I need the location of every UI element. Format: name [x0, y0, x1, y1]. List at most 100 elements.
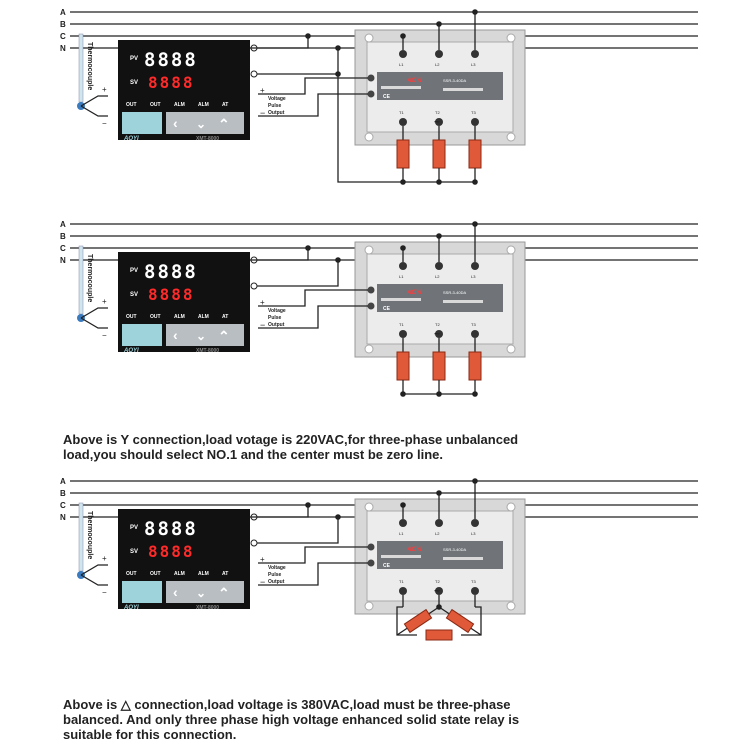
left-key-icon: ‹	[173, 584, 178, 600]
terminal-label: L2	[435, 62, 440, 67]
plus-sign: +	[260, 555, 265, 564]
relay-model: SSR-3-40DA	[443, 547, 466, 552]
pv-label: PV	[130, 268, 138, 274]
indicator-label: AT	[222, 571, 228, 577]
terminal-label: L3	[471, 62, 476, 67]
relay-terminal	[399, 519, 407, 527]
ac-symbol: ~	[434, 586, 440, 597]
phase-label-C: C	[60, 244, 66, 253]
keypad-buttons	[166, 324, 244, 346]
output-label: Voltage	[268, 96, 286, 102]
junction-dot	[400, 33, 406, 39]
relay-terminal	[399, 587, 407, 595]
indicator-label: OUT	[126, 571, 137, 577]
plus-sign: +	[260, 86, 265, 95]
junction-dot	[436, 233, 442, 239]
sv-label: SV	[130, 292, 138, 298]
resistor	[468, 351, 482, 381]
relay-terminal	[399, 118, 407, 126]
thermocouple: Thermocouple+−	[77, 502, 108, 597]
terminal-label: L2	[435, 274, 440, 279]
relay-spec-line	[381, 555, 421, 558]
control-wire-plus	[258, 289, 368, 307]
mount-hole	[364, 601, 374, 611]
thermocouple-label: Thermocouple	[86, 42, 93, 90]
output-label: Output	[268, 579, 285, 585]
indicator-label: ALM	[198, 314, 209, 320]
up-key-icon: ⌃	[218, 116, 230, 132]
caption-delta-connection: Above is △ connection,load voltage is 38…	[63, 697, 520, 742]
phase-label-A: A	[60, 220, 66, 229]
control-terminal-minus	[367, 302, 375, 310]
junction-dot	[436, 21, 442, 27]
terminal-label: T2	[435, 579, 440, 584]
power-wire-c	[257, 248, 309, 261]
thermocouple-wire-plus	[80, 307, 108, 319]
phase-label-N: N	[60, 44, 66, 53]
model-label: XMT-8000	[196, 605, 219, 611]
power-wire-n	[257, 260, 339, 287]
left-key-icon: ‹	[173, 115, 178, 131]
minus-sign: −	[102, 119, 107, 128]
relay-terminal	[435, 330, 443, 338]
phase-label-B: B	[60, 232, 66, 241]
thermocouple-sheath	[78, 245, 84, 315]
relay-terminal	[471, 587, 479, 595]
phase-label-A: A	[60, 477, 66, 486]
sv-label: SV	[130, 549, 138, 555]
resistor	[432, 351, 446, 381]
control-wire-minus	[258, 562, 368, 586]
relay-terminal	[435, 587, 443, 595]
junction-dot	[335, 514, 341, 520]
output-label: Output	[268, 110, 285, 116]
junction-dot	[436, 490, 442, 496]
mount-hole	[506, 502, 516, 512]
output-label: Voltage	[268, 308, 286, 314]
mount-hole	[364, 344, 374, 354]
brand-logo: AOYI	[123, 348, 139, 354]
control-terminal-plus	[367, 286, 375, 294]
phase-label-C: C	[60, 501, 66, 510]
thermocouple-wire-minus	[80, 105, 108, 117]
left-key-icon: ‹	[173, 327, 178, 343]
phase-label-C: C	[60, 32, 66, 41]
pv-display: 8888	[144, 518, 198, 540]
output-label: Voltage	[268, 565, 286, 571]
brand-logo: AOYI	[123, 136, 139, 142]
terminal-label: T2	[435, 110, 440, 115]
keypad-buttons	[166, 112, 244, 134]
junction-dot	[305, 502, 311, 508]
mount-hole	[506, 245, 516, 255]
terminal-label: T3	[471, 322, 476, 327]
junction-dot	[436, 391, 442, 397]
mount-hole	[506, 344, 516, 354]
minus-sign: −	[102, 331, 107, 340]
terminal-label: L2	[435, 531, 440, 536]
relay-terminal	[471, 118, 479, 126]
ce-mark: CE	[383, 94, 391, 100]
mount-hole	[364, 502, 374, 512]
ce-mark: CE	[383, 563, 391, 569]
terminal-label: T3	[471, 579, 476, 584]
indicator-label: AT	[222, 314, 228, 320]
mount-hole	[506, 33, 516, 43]
terminal	[250, 70, 258, 78]
keypad-blank	[122, 581, 162, 603]
brand-logo: AOYI	[123, 605, 139, 611]
power-wire-n	[257, 48, 339, 75]
junction-dot	[472, 9, 478, 15]
down-key-icon: ⌄	[196, 586, 206, 600]
up-key-icon: ⌃	[218, 585, 230, 601]
power-wire-c	[257, 505, 309, 518]
indicator-label: AT	[222, 102, 228, 108]
mount-hole	[364, 33, 374, 43]
indicator-label: ALM	[174, 314, 185, 320]
relay-terminal	[471, 519, 479, 527]
output-label: Pulse	[268, 103, 282, 109]
resistor	[432, 139, 446, 169]
plus-sign: +	[102, 297, 107, 306]
indicator-label: OUT	[126, 102, 137, 108]
relay-terminal	[471, 330, 479, 338]
terminal-label: L3	[471, 531, 476, 536]
